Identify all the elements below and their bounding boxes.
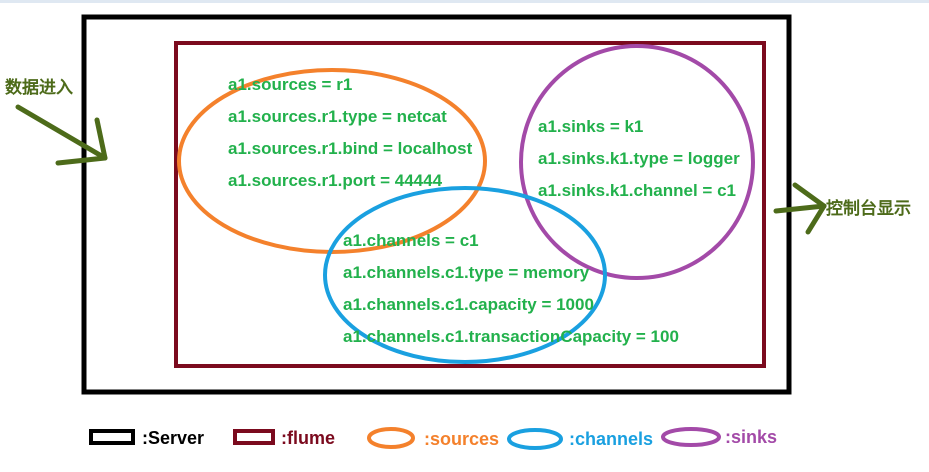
data-in-label: 数据进入 xyxy=(5,77,73,98)
legend-flume-label: :flume xyxy=(281,428,335,448)
channels-line: a1.channels.c1.transactionCapacity = 100 xyxy=(343,327,679,346)
channels-ellipse xyxy=(323,186,607,364)
legend-server-swatch xyxy=(89,429,135,445)
server-box xyxy=(81,14,792,395)
legend-channels-swatch xyxy=(507,428,563,450)
sinks-line: a1.sinks.k1.type = logger xyxy=(538,149,740,168)
sources-line: a1.sources.r1.type = netcat xyxy=(228,107,447,126)
sources-line: a1.sources = r1 xyxy=(228,75,352,94)
sinks-line: a1.sinks.k1.channel = c1 xyxy=(538,181,736,200)
console-out-arrow xyxy=(773,182,827,235)
channels-line: a1.channels = c1 xyxy=(343,231,479,250)
channels-line: a1.channels.c1.capacity = 1000 xyxy=(343,295,594,314)
legend: :Server :flume :sources :channels :sinks xyxy=(89,427,777,450)
sinks-line: a1.sinks = k1 xyxy=(538,117,643,136)
legend-sources-label: :sources xyxy=(424,429,499,449)
sinks-ellipse xyxy=(519,44,755,280)
sources-line: a1.sources.r1.port = 44444 xyxy=(228,171,443,190)
legend-sources-swatch xyxy=(367,427,415,449)
flume-box xyxy=(174,41,766,368)
legend-sinks-swatch xyxy=(661,427,721,447)
channels-line: a1.channels.c1.type = memory xyxy=(343,263,590,282)
data-in-arrow xyxy=(15,104,108,166)
legend-server-label: :Server xyxy=(142,428,204,448)
sources-line: a1.sources.r1.bind = localhost xyxy=(228,139,473,158)
legend-sinks-label: :sinks xyxy=(725,427,777,447)
legend-flume-swatch xyxy=(233,429,275,445)
legend-channels-label: :channels xyxy=(569,429,653,449)
top-strip xyxy=(0,0,929,3)
sources-ellipse xyxy=(177,68,487,254)
console-out-label: 控制台显示 xyxy=(826,198,911,219)
